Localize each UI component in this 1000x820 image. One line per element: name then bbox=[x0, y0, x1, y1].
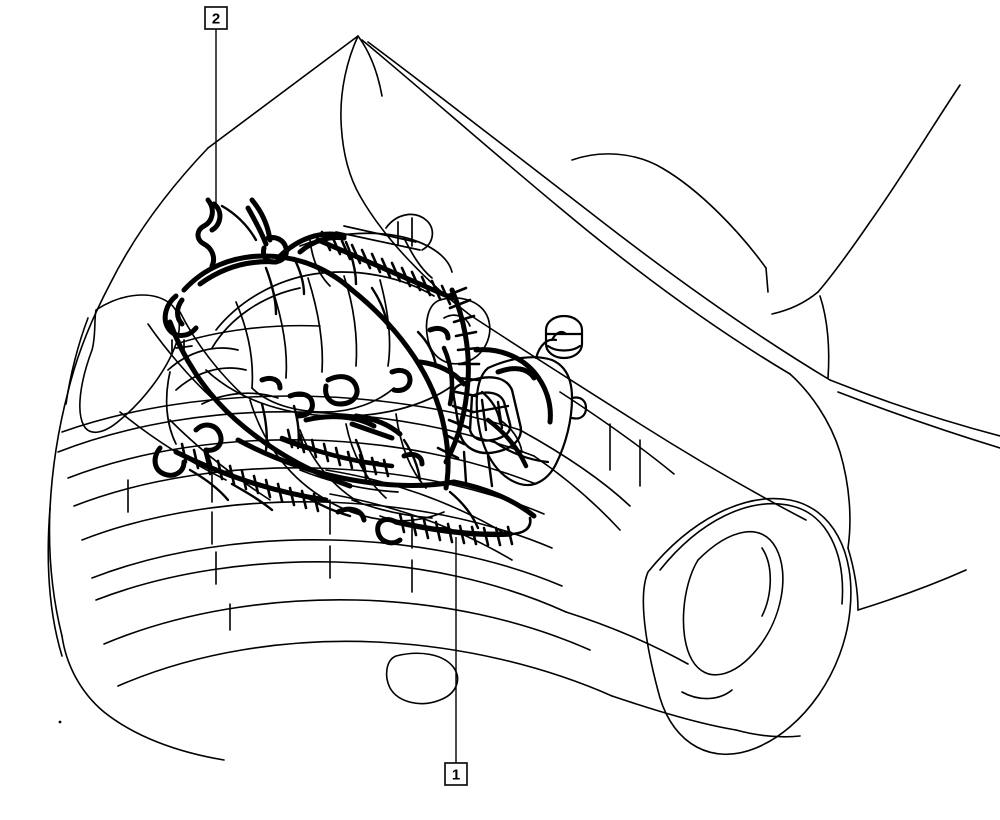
bulkhead bbox=[469, 314, 807, 521]
harness-thin-wires bbox=[188, 204, 502, 530]
harness-clip-left bbox=[162, 293, 199, 338]
corrugated-conduit bbox=[173, 230, 532, 547]
a-pillar bbox=[817, 84, 961, 293]
grille-slat-4 bbox=[91, 538, 563, 587]
bumper-body-upper bbox=[95, 560, 567, 613]
hood-left-edge bbox=[207, 35, 359, 149]
engine-block bbox=[249, 399, 445, 522]
callout-2-label: 2 bbox=[212, 11, 220, 28]
throttle-body bbox=[385, 213, 434, 251]
harness-connector-bar bbox=[303, 414, 377, 429]
callout-group: 2 1 bbox=[204, 6, 468, 786]
beltline-upper bbox=[829, 379, 1000, 437]
air-box bbox=[167, 347, 239, 371]
windshield-glass bbox=[571, 153, 767, 269]
valence-right bbox=[611, 695, 737, 731]
callout-1-label: 1 bbox=[452, 767, 460, 784]
fender-left-top bbox=[67, 147, 209, 393]
front-tire bbox=[682, 531, 784, 676]
fog-lamp bbox=[385, 652, 459, 705]
artifact-dot bbox=[58, 720, 62, 724]
harness-lower-run bbox=[235, 437, 457, 488]
wiring-harness bbox=[152, 197, 553, 523]
grille-slat-2 bbox=[73, 466, 545, 515]
reservoir-cap bbox=[544, 314, 584, 360]
grille-slat-1 bbox=[67, 438, 537, 485]
callout-1-box[interactable] bbox=[444, 762, 468, 786]
bumper-body-mid bbox=[103, 599, 591, 651]
grille-slat-3 bbox=[81, 500, 553, 549]
front-wheel-arch bbox=[642, 497, 852, 756]
harness-trunk-upper bbox=[181, 253, 355, 293]
callout-2-box[interactable] bbox=[204, 6, 228, 30]
intake-manifold-top bbox=[215, 271, 435, 331]
radiator-support bbox=[325, 469, 507, 535]
bumper-left-corner bbox=[61, 635, 225, 761]
bumper-body-lower bbox=[117, 640, 613, 697]
